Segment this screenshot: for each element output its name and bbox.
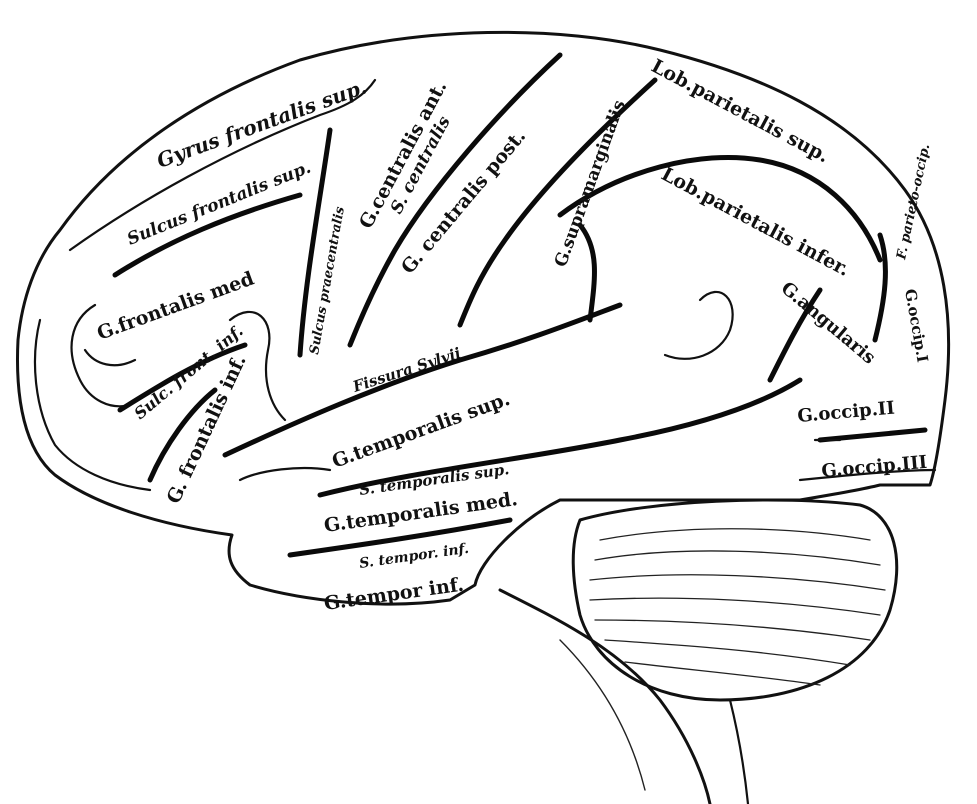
gyrus-supramarginalis-curl xyxy=(577,222,597,323)
label-f-parieto-occip: F. parieto-occip. xyxy=(894,143,933,262)
sulcus-frontalis-inf-line xyxy=(117,342,248,413)
label-sulcus-frontalis-sup: Sulcus frontalis sup. xyxy=(124,158,313,250)
cerebellum-folia-3 xyxy=(589,574,886,591)
frontal-inner-fold-2 xyxy=(83,348,137,367)
occip-sulcus-1 xyxy=(817,427,928,443)
label-g-temporalis-med: G.temporalis med. xyxy=(323,488,519,537)
cerebellum-folia-2 xyxy=(594,550,881,566)
sulcus-temporalis-sup-line xyxy=(317,377,803,498)
label-lob-parietalis-infer: Lob.parietalis infer. xyxy=(658,163,854,281)
brainstem-inner xyxy=(559,639,646,791)
angular-sulcus-branch xyxy=(767,287,823,383)
cerebellum-folia-1 xyxy=(599,528,871,541)
sulcus-frontalis-sup-line xyxy=(112,192,303,278)
label-gyrus-frontalis-sup: Gyrus frontalis sup. xyxy=(154,74,370,172)
fissura-parieto-occipitalis-line xyxy=(872,232,888,343)
cerebellum-folia-5 xyxy=(594,619,871,641)
angular-curl xyxy=(663,290,734,360)
label-g-occip-iii: G.occip.III xyxy=(821,452,928,482)
label-g-occip-ii: G.occip.II xyxy=(797,398,896,427)
cerebellum-outline xyxy=(571,498,899,702)
cerebellum-folia-4 xyxy=(589,597,881,616)
cerebrum-outline xyxy=(16,30,951,606)
frontal-pole-contour xyxy=(33,318,152,492)
sulcus-intraparietalis-line xyxy=(557,155,883,263)
occip-lower xyxy=(798,468,937,482)
sulcus-centralis-line xyxy=(347,52,563,348)
label-g-tempor-inf: G.tempor inf. xyxy=(323,574,466,615)
gyrus-frontalis-sup-line xyxy=(68,78,377,252)
frontalis-inf-curve xyxy=(228,310,287,422)
fissura-sylvii-line xyxy=(222,302,623,458)
label-fissura-sylvii: Fissura Sylvii xyxy=(350,344,464,396)
temporal-lower-contour xyxy=(238,466,332,482)
frontal-inner-fold xyxy=(70,303,132,408)
label-lob-parietalis-sup: Lob.parietalis sup. xyxy=(648,55,833,167)
label-g-angularis: G.angularis xyxy=(777,278,880,369)
label-g-occip-i: G.occip.I xyxy=(901,288,932,364)
brainstem-outline xyxy=(498,588,712,804)
cerebellum-folia-6 xyxy=(604,639,851,666)
sulcus-praecentralis-line xyxy=(297,127,333,358)
sulcus-postcentralis-line xyxy=(457,77,658,328)
cerebellum-folia-7 xyxy=(624,661,821,686)
brainstem-back xyxy=(728,698,750,804)
sulcus-temporalis-inf-line xyxy=(287,517,513,558)
label-g-temporalis-sup: G.temporalis sup. xyxy=(329,388,513,473)
frontalis-inf-branch xyxy=(147,387,218,483)
label-s-tempor-inf: S. tempor. inf. xyxy=(358,541,470,572)
